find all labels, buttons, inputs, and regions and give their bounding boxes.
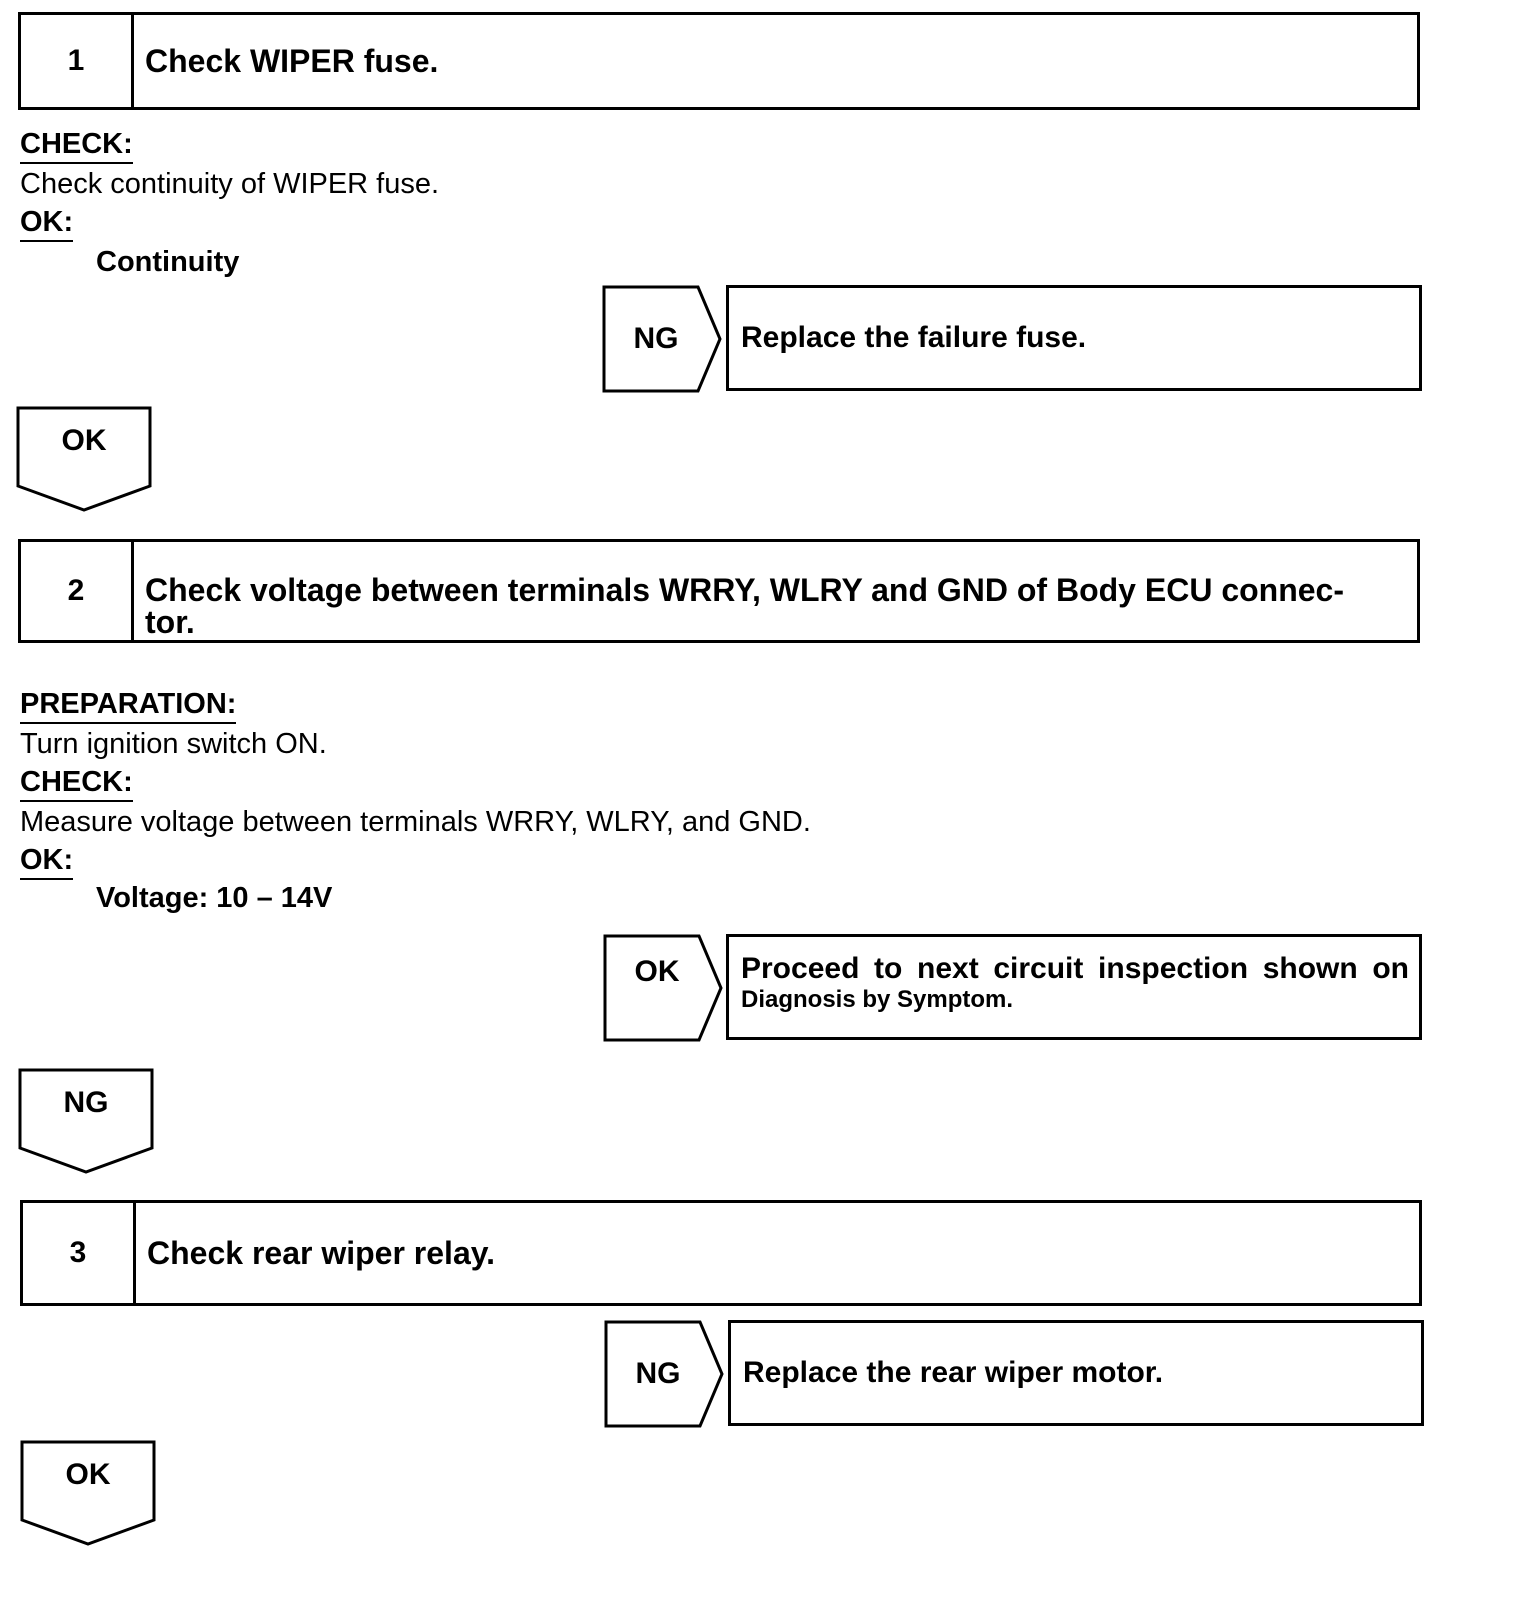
branch-label: OK xyxy=(634,955,680,988)
step-number: 3 xyxy=(23,1203,136,1303)
ng-branch-tag: NG xyxy=(604,1320,726,1428)
step-title: Check rear wiper relay. xyxy=(147,1235,496,1271)
ok-continue-tag: OK xyxy=(20,1440,156,1546)
ng-continue-tag: NG xyxy=(18,1068,154,1174)
ng-result-box: Replace the rear wiper motor. xyxy=(728,1320,1424,1426)
step-number: 2 xyxy=(21,542,134,640)
preparation-heading: PREPARATION: xyxy=(20,688,237,724)
step-title-line: tor. xyxy=(145,604,195,640)
continue-label: OK xyxy=(61,424,107,457)
result-text: Replace the rear wiper motor. xyxy=(743,1356,1164,1389)
down-arrow-tag-icon xyxy=(20,1440,156,1546)
step-3-header: 3 Check rear wiper relay. xyxy=(20,1200,1422,1306)
preparation-text: Turn ignition switch ON. xyxy=(20,728,327,760)
step-title-line: Check voltage between terminals WRRY, WL… xyxy=(145,572,1344,608)
right-arrow-tag-icon xyxy=(603,934,723,1042)
branch-label: NG xyxy=(635,1357,681,1390)
down-arrow-tag-icon xyxy=(18,1068,154,1174)
ok-heading: OK: xyxy=(20,206,74,242)
result-text: Replace the failure fuse. xyxy=(741,321,1087,354)
check-heading: CHECK: xyxy=(20,766,133,802)
step-1-header: 1 Check WIPER fuse. xyxy=(18,12,1420,110)
continue-label: NG xyxy=(63,1086,109,1119)
ng-branch-tag: NG xyxy=(602,285,724,393)
step-title: Check WIPER fuse. xyxy=(145,43,439,79)
check-heading: CHECK: xyxy=(20,128,133,164)
check-text: Measure voltage between terminals WRRY, … xyxy=(20,806,811,838)
right-arrow-tag-icon xyxy=(604,1320,724,1428)
ok-result-box: Proceed to next circuit inspection shown… xyxy=(726,934,1422,1040)
branch-label: NG xyxy=(633,322,679,355)
step-2-header: 2 Check voltage between terminals WRRY, … xyxy=(18,539,1420,643)
ok-spec: Voltage: 10 – 14V xyxy=(96,882,333,914)
check-text: Check continuity of WIPER fuse. xyxy=(20,168,440,200)
down-arrow-tag-icon xyxy=(16,406,152,512)
result-text-line2: Diagnosis by Symptom. xyxy=(741,986,1014,1013)
ok-branch-tag: OK xyxy=(603,934,725,1042)
ok-continue-tag: OK xyxy=(16,406,152,512)
step-number: 1 xyxy=(21,15,134,107)
right-arrow-tag-icon xyxy=(602,285,722,393)
ng-result-box: Replace the failure fuse. xyxy=(726,285,1422,391)
ok-spec: Continuity xyxy=(96,246,240,278)
ok-heading: OK: xyxy=(20,844,74,880)
result-text-line1: Proceed to next circuit inspection shown… xyxy=(741,952,1409,985)
continue-label: OK xyxy=(65,1458,111,1491)
step-title: Check voltage between terminals WRRY, WL… xyxy=(145,574,1403,638)
